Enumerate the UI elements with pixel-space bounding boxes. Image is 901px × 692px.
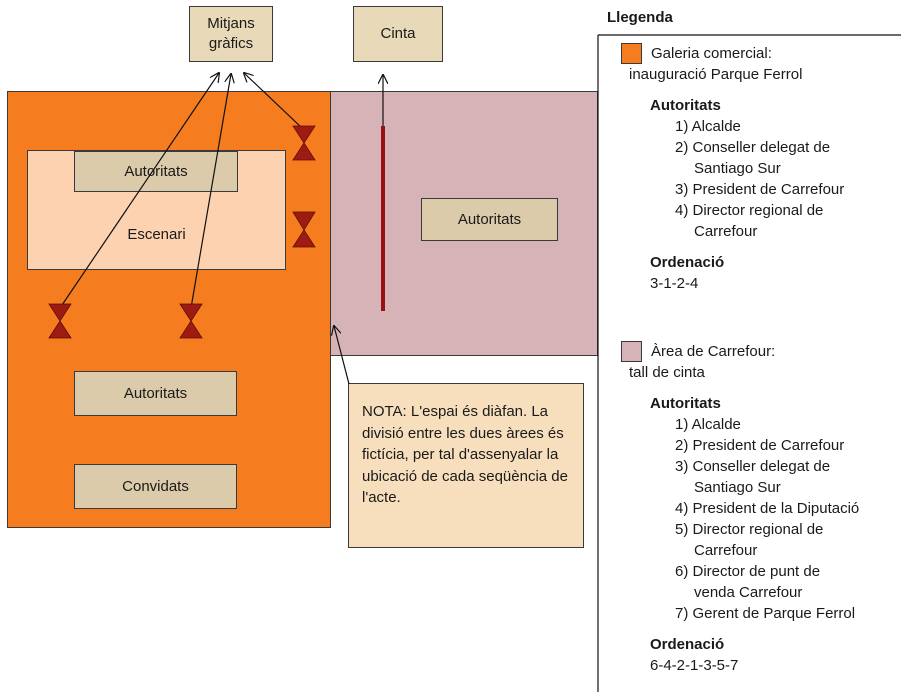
- legend-title: Llegenda: [607, 9, 673, 26]
- legend-authority-item: Carrefour: [694, 223, 758, 240]
- legend-caption: tall de cinta: [629, 364, 705, 381]
- legend-authority-item: 1) Alcalde: [675, 416, 741, 433]
- legend-authority-item: 1) Alcalde: [675, 118, 741, 135]
- legend-authority-item: venda Carrefour: [694, 584, 803, 601]
- camera-icon: [292, 125, 316, 161]
- ribbon-box: Cinta: [353, 6, 443, 62]
- note-text: NOTA: L'espai és diàfan. La divisió entr…: [362, 403, 568, 506]
- legend-authority-item: 6) Director de punt de: [675, 563, 821, 580]
- legend-caption: Àrea de Carrefour:: [651, 343, 776, 360]
- legend-swatch: [621, 341, 642, 362]
- legend-authority-item: 4) President de la Diputació: [675, 500, 860, 517]
- stage-label: Escenari: [127, 226, 186, 243]
- camera-arrow-left: [59, 73, 219, 309]
- legend-authority-item: 5) Director regional de: [675, 521, 824, 538]
- lower-authorities-box: Autoritats: [74, 371, 237, 416]
- legend-authority-item: 7) Gerent de Parque Ferrol: [675, 605, 856, 622]
- legend-authority-item: 3) President de Carrefour: [675, 181, 845, 198]
- legend-authority-item: 2) Conseller delegat de: [675, 139, 831, 156]
- media-box: Mitjans gràfics: [189, 6, 273, 62]
- legend-order-heading: Ordenació: [650, 636, 725, 653]
- camera-arrow-middle: [190, 74, 231, 309]
- legend-order-value: 3-1-2-4: [650, 275, 699, 292]
- guests-box: Convidats: [74, 464, 237, 509]
- camera-icon: [48, 303, 72, 339]
- legend-swatch: [621, 43, 642, 64]
- legend-order-heading: Ordenació: [650, 254, 725, 271]
- camera-icon: [292, 211, 316, 248]
- legend-authorities-heading: Autoritats: [650, 395, 721, 412]
- legend-authority-item: Santiago Sur: [694, 479, 781, 496]
- legend-authorities-heading: Autoritats: [650, 97, 721, 114]
- note-arrow: [334, 326, 350, 385]
- camera-arrow-right: [244, 73, 303, 129]
- pink-authorities-box: Autoritats: [421, 198, 558, 241]
- legend-authority-item: Carrefour: [694, 542, 758, 559]
- legend-authority-item: 2) President de Carrefour: [675, 437, 845, 454]
- legend-caption: inauguració Parque Ferrol: [629, 66, 803, 83]
- legend-caption: Galeria comercial:: [651, 45, 772, 62]
- legend-order-value: 6-4-2-1-3-5-7: [650, 657, 739, 674]
- note-box: [348, 383, 584, 548]
- legend-authority-item: 3) Conseller delegat de: [675, 458, 831, 475]
- camera-icon: [179, 303, 203, 339]
- legend-authority-item: Santiago Sur: [694, 160, 781, 177]
- stage-authorities-box: Autoritats: [74, 151, 238, 192]
- legend-authority-item: 4) Director regional de: [675, 202, 824, 219]
